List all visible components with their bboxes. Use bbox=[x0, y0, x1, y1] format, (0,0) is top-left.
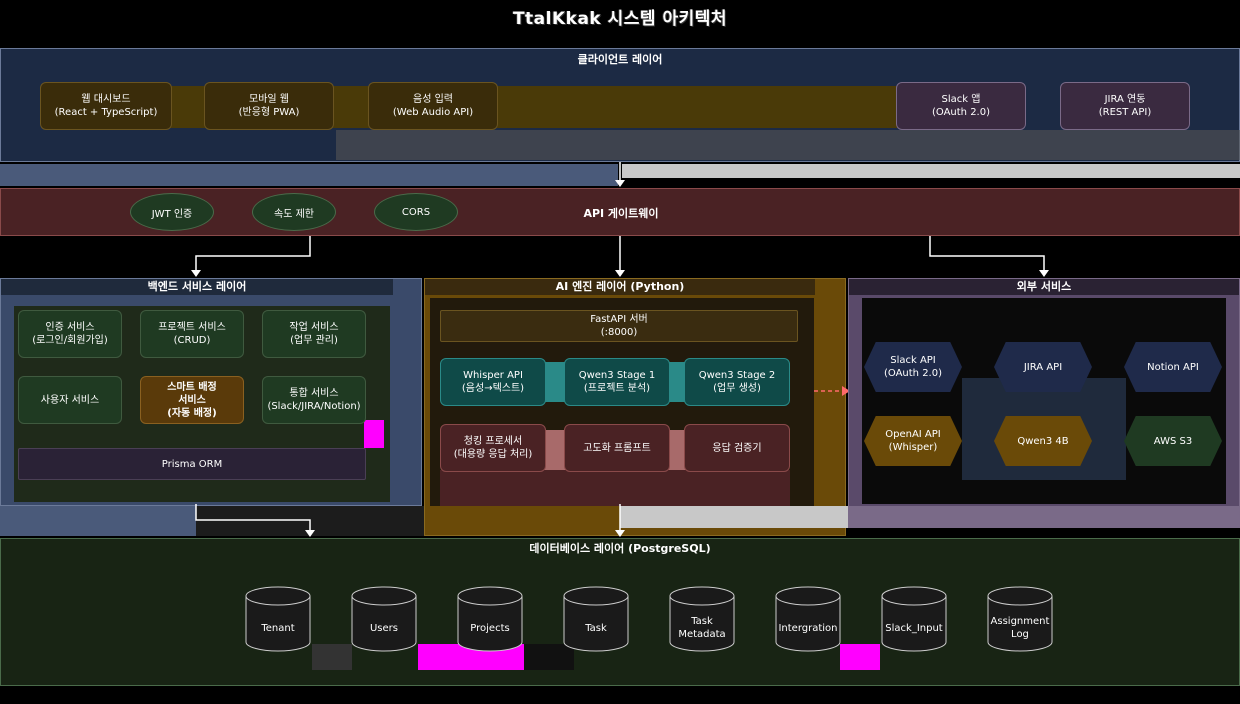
qwen3-4b-hex: Qwen3 4B bbox=[994, 416, 1092, 466]
backend-magenta-accent bbox=[364, 420, 384, 448]
db-table-slack_input: Slack_Input bbox=[881, 586, 947, 652]
db-shadow-magenta-2 bbox=[840, 644, 880, 670]
client-band-grey bbox=[336, 130, 1240, 160]
auth-service-box: 인증 서비스 (로그인/회원가입) bbox=[18, 310, 122, 358]
connector-band-right bbox=[622, 164, 1240, 178]
notion-api-hex: Notion API bbox=[1124, 342, 1222, 392]
db-table-assignment-log: Assignment Log bbox=[987, 586, 1053, 652]
advanced-prompt-box: 고도화 프롬프트 bbox=[564, 424, 670, 472]
cylinder-shape bbox=[245, 586, 311, 652]
ai-engine-layer-title: AI 엔진 레이어 (Python) bbox=[425, 279, 815, 295]
db-table-users: Users bbox=[351, 586, 417, 652]
chunking-processor-box: 청킹 프로세서 (대용량 응답 처리) bbox=[440, 424, 546, 472]
db-table-projects: Projects bbox=[457, 586, 523, 652]
whisper-api-box: Whisper API (음성→텍스트) bbox=[440, 358, 546, 406]
ai-row2-shadow bbox=[440, 470, 790, 506]
project-service-box: 프로젝트 서비스 (CRUD) bbox=[140, 310, 244, 358]
cylinder-shape bbox=[987, 586, 1053, 652]
db-shadow-2 bbox=[524, 644, 574, 670]
db-table-label: Task Metadata bbox=[678, 616, 726, 640]
cylinder-shape bbox=[775, 586, 841, 652]
qwen3-stage2-box: Qwen3 Stage 2 (업무 생성) bbox=[684, 358, 790, 406]
external-layer-title: 외부 서비스 bbox=[849, 279, 1239, 295]
db-connector-band-grey bbox=[620, 506, 848, 528]
arrow-client-gateway bbox=[615, 162, 625, 187]
db-table-label: Task bbox=[585, 622, 607, 634]
mobile-web-box: 모바일 웹 (반응형 PWA) bbox=[204, 82, 334, 130]
web-dashboard-box: 웹 대시보드 (React + TypeScript) bbox=[40, 82, 172, 130]
slack-api-hex: Slack API (OAuth 2.0) bbox=[864, 342, 962, 392]
db-table-task-metadata: Task Metadata bbox=[669, 586, 735, 652]
integration-service-box: 통합 서비스 (Slack/JIRA/Notion) bbox=[262, 376, 366, 424]
api-gateway: API 게이트웨이 bbox=[0, 188, 1240, 236]
arrows-to-db bbox=[195, 504, 625, 537]
backend-layer-title: 백엔드 서비스 레이어 bbox=[1, 279, 393, 295]
prisma-orm-box: Prisma ORM bbox=[18, 448, 366, 480]
arrow-ai-external bbox=[814, 386, 850, 396]
openai-api-hex: OpenAI API (Whisper) bbox=[864, 416, 962, 466]
db-connector-band-blue bbox=[0, 506, 196, 536]
db-table-label: Tenant bbox=[261, 622, 295, 634]
diagram-title: TtalKkak 시스템 아키텍처 bbox=[512, 9, 728, 29]
cylinder-shape bbox=[351, 586, 417, 652]
qwen3-stage1-box: Qwen3 Stage 1 (프로젝트 분석) bbox=[564, 358, 670, 406]
fastapi-server-box: FastAPI 서버 (:8000) bbox=[440, 310, 798, 342]
arrows-gateway-layers bbox=[191, 236, 1049, 277]
database-layer-title: 데이터베이스 레이어 (PostgreSQL) bbox=[529, 542, 711, 555]
db-table-label: Assignment Log bbox=[990, 616, 1050, 640]
api-gateway-title: API 게이트웨이 bbox=[583, 207, 659, 220]
db-table-label: Intergration bbox=[778, 622, 838, 634]
connector-band-left bbox=[0, 164, 618, 186]
jira-integration-box: JIRA 연동 (REST API) bbox=[1060, 82, 1190, 130]
db-table-label: Projects bbox=[470, 622, 510, 634]
jwt-auth-pill: JWT 인증 bbox=[130, 193, 214, 231]
db-table-task: Task bbox=[563, 586, 629, 652]
voice-input-box: 음성 입력 (Web Audio API) bbox=[368, 82, 498, 130]
cylinder-shape bbox=[457, 586, 523, 652]
db-table-label: Slack_Input bbox=[885, 622, 943, 634]
rate-limit-pill: 속도 제한 bbox=[252, 193, 336, 231]
cylinder-shape bbox=[881, 586, 947, 652]
user-service-box: 사용자 서비스 bbox=[18, 376, 122, 424]
aws-s3-hex: AWS S3 bbox=[1124, 416, 1222, 466]
db-connector-band-purple bbox=[848, 506, 1240, 528]
cylinder-shape bbox=[563, 586, 629, 652]
db-table-intergration: Intergration bbox=[775, 586, 841, 652]
db-table-label: Users bbox=[369, 622, 398, 634]
db-table-tenant: Tenant bbox=[245, 586, 311, 652]
smart-assignment-service-box: 스마트 배정 서비스 (자동 배정) bbox=[140, 376, 244, 424]
client-layer-title: 클라이언트 레이어 bbox=[577, 53, 663, 66]
task-service-box: 작업 서비스 (업무 관리) bbox=[262, 310, 366, 358]
cylinder-shape bbox=[669, 586, 735, 652]
slack-app-box: Slack 앱 (OAuth 2.0) bbox=[896, 82, 1026, 130]
jira-api-hex: JIRA API bbox=[994, 342, 1092, 392]
response-validator-box: 응답 검증기 bbox=[684, 424, 790, 472]
db-shadow-1 bbox=[312, 644, 352, 670]
cors-pill: CORS bbox=[374, 193, 458, 231]
